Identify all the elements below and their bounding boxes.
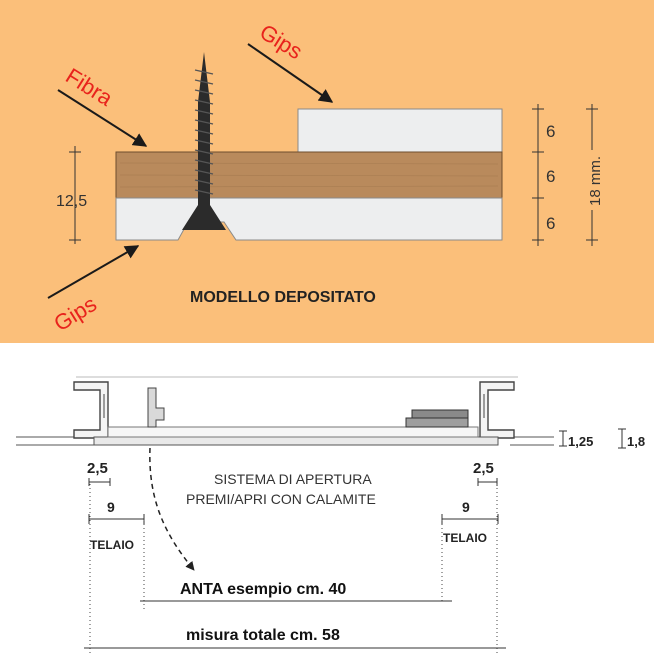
right-9-label: 9: [462, 499, 470, 515]
fibra-arrow: [57, 89, 148, 147]
upper-gypsum-layer: [297, 108, 503, 154]
dim-1-25-label: 1,25: [568, 434, 593, 449]
gips-top-arrow: [247, 43, 334, 103]
extension-lines: [89, 484, 498, 654]
left-2-5-label: 2,5: [87, 460, 108, 477]
fibre-texture: [119, 162, 499, 188]
door-panel-gypsum: [107, 426, 479, 438]
lower-gypsum-layer: [115, 197, 503, 241]
dimension-layers: [532, 104, 544, 246]
system-line-2: PREMI/APRI CON CALAMITE: [186, 491, 376, 507]
layer-2-label: 6: [546, 167, 555, 186]
gips-bottom-arrow: [47, 245, 140, 299]
modello-depositato-caption: MODELLO DEPOSITATO: [190, 289, 376, 306]
total-thickness-label: 18 mm.: [587, 156, 604, 206]
dimension-1-8: [618, 428, 626, 449]
magnet-base-icon: [405, 417, 469, 428]
dimension-18mm: [586, 104, 598, 246]
layer-3-label: 6: [546, 214, 555, 233]
bottom-panel: 1,25 1,8 2,5 2,5 9 9: [16, 376, 645, 654]
dimension-12-5: [69, 146, 81, 244]
right-2-5-dimension: [477, 478, 498, 486]
thickness-12-5-label: 12,5: [56, 193, 87, 210]
total-measure-label: misura totale cm. 58: [186, 627, 340, 644]
anta-label: ANTA esempio cm. 40: [180, 581, 346, 598]
door-panel-board: [93, 436, 499, 446]
left-telaio-label: TELAIO: [90, 538, 134, 552]
right-frame-profile: [479, 381, 515, 439]
hinge-bracket-icon: [147, 387, 165, 428]
screw-icon: [182, 52, 226, 230]
system-line-1: SISTEMA DI APERTURA: [214, 471, 372, 487]
right-9-dimension: [441, 514, 499, 524]
opening-arrow: [149, 447, 195, 571]
dimension-1-25: [559, 430, 567, 447]
left-frame-profile: [73, 381, 109, 439]
right-2-5-label: 2,5: [473, 460, 494, 477]
top-panel: Fibra Gips Gips 12,5 6 6 6: [0, 0, 654, 343]
left-9-dimension: [88, 514, 145, 524]
layer-1-label: 6: [546, 122, 555, 141]
right-telaio-label: TELAIO: [443, 531, 487, 545]
left-9-label: 9: [107, 499, 115, 515]
left-2-5-dimension: [88, 478, 111, 486]
dim-1-8-label: 1,8: [627, 434, 645, 449]
